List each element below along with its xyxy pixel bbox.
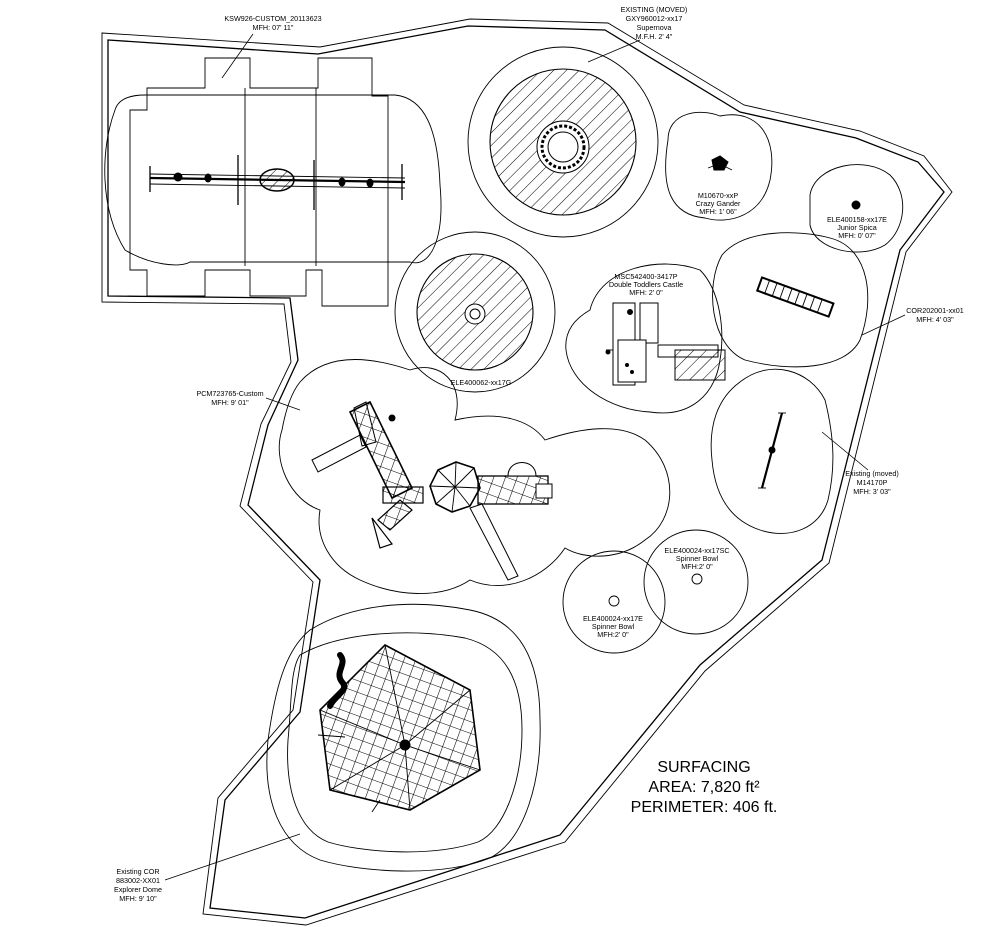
explorer-dome-structure: [317, 644, 481, 813]
spinner-bowl-sc-label-line2: Spinner Bowl: [676, 554, 719, 563]
spinner-bowl-e-zone: [562, 550, 666, 654]
surfacing-perimeter: PERIMETER: 406 ft.: [631, 799, 778, 816]
toddlers-castle-zone: [565, 263, 726, 414]
explorer-dome-leader: [164, 833, 301, 881]
crazy-gander-label-line2: Crazy Gander: [696, 199, 741, 208]
spinner-bowl-e-label-line2: Spinner Bowl: [592, 622, 635, 631]
explorer-dome-label-line2: 883002-XX01: [116, 876, 160, 885]
ksw926-equipment: [149, 155, 406, 210]
m14170p-label-line3: MFH: 3' 03": [853, 487, 891, 496]
spinner-bowl-sc-label-line1: ELE400024-xx17SC: [664, 546, 729, 555]
junior-spica-label-line3: MFH: 0' 07": [838, 231, 876, 240]
toddlers-castle-label-line3: MFH: 2' 0": [629, 288, 663, 297]
supernova-label-line3: Supernova: [637, 23, 672, 32]
ksw926-label-line2: MFH: 07' 11": [253, 23, 294, 32]
cor202001-ladder: [755, 276, 835, 318]
crazy-gander-label-line3: MFH: 1' 06": [699, 207, 737, 216]
explorer-dome-label-line3: Explorer Dome: [114, 885, 162, 894]
m14170p-leader: [821, 431, 869, 471]
m14170p-label-line1: Existing (moved): [845, 469, 899, 478]
pcm723765-leader: [265, 397, 301, 411]
supernova-label-line2: GXY960012-xx17: [626, 14, 683, 23]
surfacing-area: AREA: 7,820 ft²: [648, 779, 760, 796]
cor202001-leader: [861, 314, 906, 336]
cor202001-label-line2: MFH: 4' 03": [916, 315, 954, 324]
m14170p-zone: [710, 368, 869, 534]
cor202001-label-line1: COR202001-xx01: [906, 306, 964, 315]
supernova-label-line4: M.F.H. 2' 4": [636, 32, 673, 41]
crazy-gander-zone: [665, 111, 773, 221]
junior-spica-zone: [809, 164, 904, 253]
ele400062-zone: [394, 231, 556, 393]
junior-spica-label-line1: ELE400158-xx17E: [827, 215, 887, 224]
surfacing-title: SURFACING: [657, 759, 750, 776]
equipment-labels: KSW926-CUSTOM_20113623 MFH: 07' 11" EXIS…: [114, 5, 964, 903]
junior-spica-label-line2: Junior Spica: [837, 223, 877, 232]
spinner-bowl-sc-zone: [643, 529, 749, 635]
ksw926-label-line1: KSW926-CUSTOM_20113623: [224, 14, 321, 23]
toddlers-castle-label-line1: MSC542400-3417P: [614, 272, 677, 281]
pcm723765-structure: [311, 400, 553, 581]
spinner-bowl-e-label-line1: ELE400024-xx17E: [583, 614, 643, 623]
toddlers-castle-label-line2: Double Toddlers Castle: [609, 280, 683, 289]
site-boundary: [101, 18, 953, 926]
explorer-dome-zone: [164, 603, 541, 881]
spinner-bowl-sc-label-line3: MFH:2' 0": [681, 562, 713, 571]
explorer-dome-label-line4: MFH: 9' 10": [119, 894, 157, 903]
crazy-gander-label-line1: M10670-xxP: [698, 191, 739, 200]
pcm723765-label-line2: MFH: 9' 01": [211, 398, 249, 407]
pcm723765-zone: [265, 359, 671, 594]
ksw926-leader: [221, 33, 254, 79]
ksw926-zone: [104, 33, 442, 307]
explorer-dome-label-line1: Existing COR: [116, 867, 159, 876]
surfacing-summary: SURFACING AREA: 7,820 ft² PERIMETER: 406…: [631, 759, 778, 816]
spinner-bowl-e-label-line3: MFH:2' 0": [597, 630, 629, 639]
supernova-label-line1: EXISTING (MOVED): [621, 5, 688, 14]
pcm723765-label-line1: PCM723765-Custom: [196, 389, 263, 398]
cor202001-zone: [712, 232, 906, 368]
supernova-leader: [587, 39, 641, 63]
m14170p-label-line2: M14170P: [857, 478, 888, 487]
toddlers-castle-structure: [605, 302, 726, 386]
ele400062-label: ELE400062-xx17G: [451, 378, 512, 387]
supernova-zone: [467, 39, 659, 238]
